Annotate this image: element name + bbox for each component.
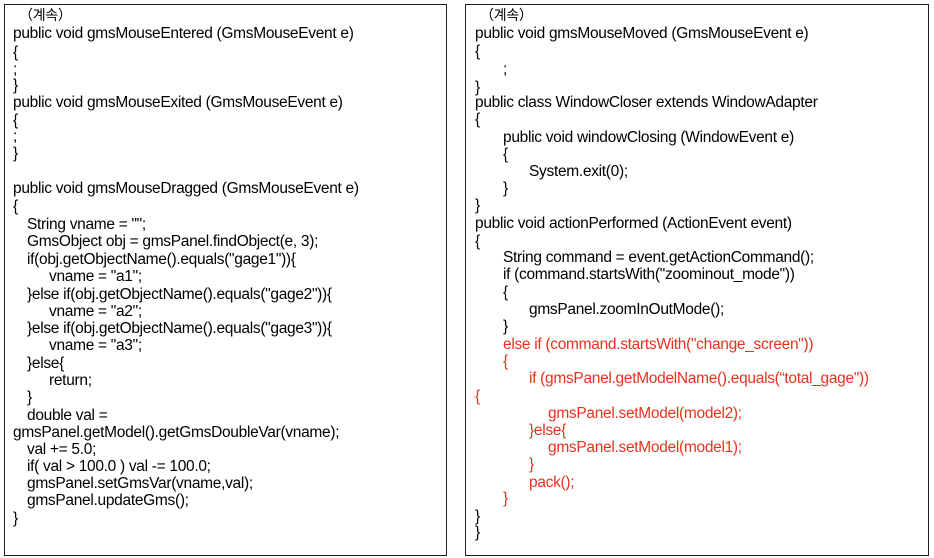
right-code-line: System.exit(0); <box>529 163 628 180</box>
right-code-line: gmsPanel.setModel(model2); <box>548 405 742 422</box>
left-code-line: vname = "a2"; <box>49 303 142 320</box>
right-code-line: if (gmsPanel.getModelName().equals(“tota… <box>529 370 869 387</box>
right-code-line: } <box>475 79 480 96</box>
left-code-line: String vname = ""; <box>27 216 146 233</box>
left-code-line: }else if(obj.getObjectName().equals("gag… <box>27 286 332 303</box>
right-code-line: { <box>475 111 480 128</box>
right-code-line: } <box>475 508 480 525</box>
right-code-line: ; <box>503 61 508 78</box>
left-code-line: val += 5.0; <box>27 441 97 458</box>
left-continued-label: （계속） <box>19 7 72 23</box>
left-code-line: { <box>13 44 18 61</box>
left-code-panel: （계속） public void gmsMouseEntered (GmsMous… <box>4 4 447 556</box>
left-code-line: GmsObject obj = gmsPanel.findObject(e, 3… <box>27 233 319 250</box>
right-code-line: } <box>529 456 534 473</box>
right-code-line: } <box>503 318 508 335</box>
left-code-line: } <box>27 389 32 406</box>
left-code-line: } <box>13 510 18 527</box>
right-code-line: { <box>503 284 508 301</box>
left-code-line: { <box>13 198 18 215</box>
left-code-line: public void gmsMouseDragged (GmsMouseEve… <box>13 180 359 197</box>
left-code-line: ; <box>13 128 18 145</box>
right-code-line: } <box>475 197 480 214</box>
left-code-line: vname = "a3"; <box>49 337 142 354</box>
right-code-line: { <box>475 388 480 405</box>
left-code-line: public void gmsMouseExited (GmsMouseEven… <box>13 94 343 111</box>
right-code-line: gmsPanel.setModel(model1); <box>548 439 742 456</box>
left-code-line: ; <box>13 61 18 78</box>
right-code-line: gmsPanel.zoomInOutMode(); <box>529 301 724 318</box>
left-code-line: }else if(obj.getObjectName().equals("gag… <box>27 320 332 337</box>
right-code-line: public void windowClosing (WindowEvent e… <box>503 129 794 146</box>
right-code-line: { <box>503 353 508 370</box>
right-code-line: } <box>475 524 480 541</box>
left-code-line: if( val > 100.0 ) val -= 100.0; <box>27 458 211 475</box>
right-code-line: pack(); <box>529 474 575 491</box>
right-code-line: } <box>503 490 508 507</box>
left-code-line: }else{ <box>27 355 64 372</box>
right-code-line: String command = event.getActionCommand(… <box>503 249 814 266</box>
right-code-line: public class WindowCloser extends Window… <box>475 94 818 111</box>
left-code-line: vname = "a1"; <box>49 268 142 285</box>
right-code-line: } <box>503 180 508 197</box>
left-code-line: double val = <box>27 407 108 424</box>
right-continued-label: （계속） <box>480 7 533 23</box>
right-code-line: public void actionPerformed (ActionEvent… <box>475 215 792 232</box>
right-code-line: else if (command.startsWith("change_scre… <box>503 336 814 353</box>
left-code-line: if(obj.getObjectName().equals("gage1")){ <box>27 251 296 268</box>
right-code-panel: （계속） public void gmsMouseMoved (GmsMouseE… <box>465 4 929 556</box>
left-code-line: gmsPanel.updateGms(); <box>27 492 189 509</box>
left-code-line: { <box>13 112 18 129</box>
left-code-line: gmsPanel.getModel().getGmsDoubleVar(vnam… <box>13 424 340 441</box>
right-code-line: }else{ <box>529 422 566 439</box>
left-code-line: public void gmsMouseEntered (GmsMouseEve… <box>13 25 354 42</box>
right-code-line: { <box>475 43 480 60</box>
right-code-line: { <box>503 146 508 163</box>
left-code-line: } <box>13 77 18 94</box>
left-code-line: gmsPanel.setGmsVar(vname,val); <box>27 475 253 492</box>
right-code-line: public void gmsMouseMoved (GmsMouseEvent… <box>475 25 809 42</box>
right-code-line: if (command.startsWith("zoominout_mode")… <box>503 266 795 283</box>
right-code-line: { <box>475 233 480 250</box>
left-code-line: } <box>13 145 18 162</box>
left-code-line: return; <box>49 372 92 389</box>
